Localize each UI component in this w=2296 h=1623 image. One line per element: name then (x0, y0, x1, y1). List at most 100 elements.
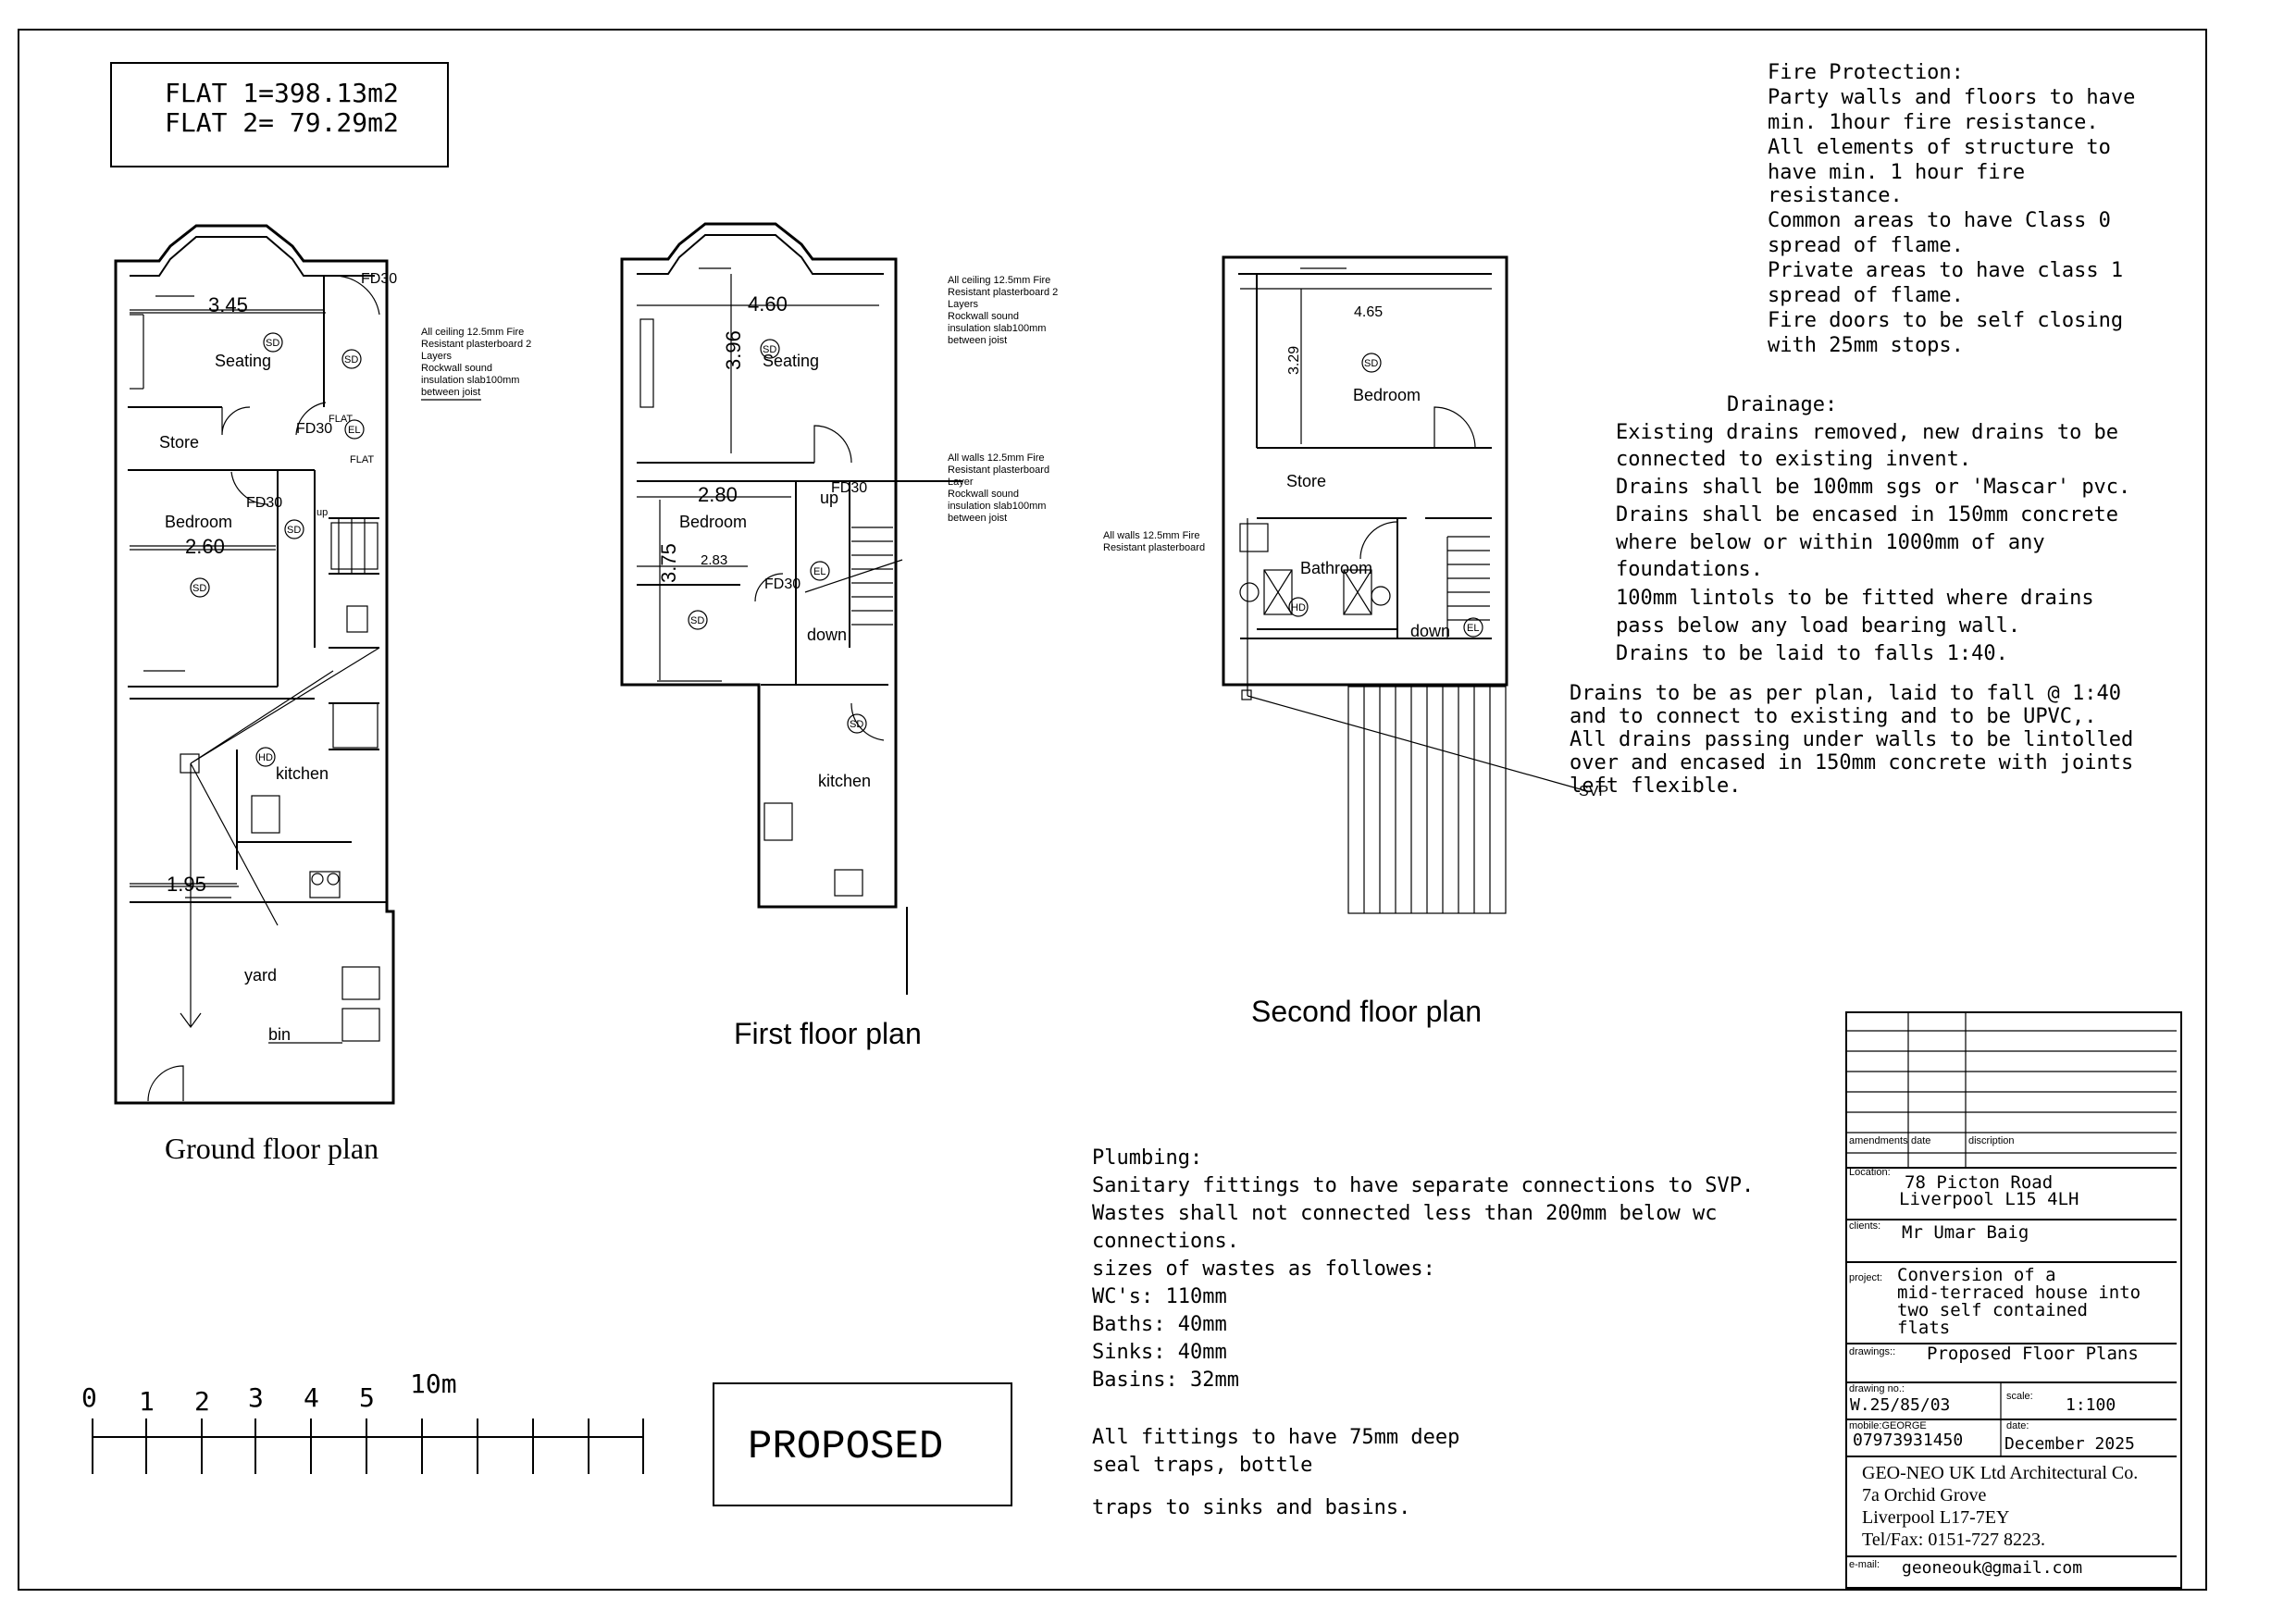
ff-stair-up: up (820, 489, 838, 507)
sheet-border (18, 29, 2207, 1591)
scale-tick-2: 2 (194, 1386, 210, 1417)
svg-text:Resistant plasterboard: Resistant plasterboard (1103, 542, 1205, 553)
tb-company-2: 7a Orchid Grove (1862, 1485, 1987, 1505)
svg-text:Common areas to have Class 0: Common areas to have Class 0 (1768, 209, 2111, 232)
svg-text:insulation slab100mm: insulation slab100mm (948, 501, 1046, 512)
ff-dim-bedroom-d: 3.75 (657, 543, 680, 583)
area-flat2: FLAT 2= 79.29m2 (165, 107, 399, 138)
tb-drawing-title: Proposed Floor Plans (1927, 1344, 2139, 1364)
ff-room-bedroom: Bedroom (679, 513, 747, 531)
svg-text:All ceiling 12.5mm Fire: All ceiling 12.5mm Fire (421, 327, 524, 338)
svg-text:100mm lintols to be fitted whe: 100mm lintols to be fitted where drains (1616, 587, 2094, 610)
scale-tick-1: 1 (139, 1386, 155, 1417)
tb-project-label: project: (1849, 1272, 1882, 1283)
svg-text:Layers: Layers (948, 299, 979, 310)
ff-smoke-detector: SD (763, 344, 776, 355)
first-floor-plan: SD SD SD EL up down 4.60 3.96 2.80 3.75 … (620, 222, 1058, 1050)
svg-text:Fire doors to be self closing: Fire doors to be self closing (1768, 309, 2123, 332)
svg-text:All walls 12.5mm Fire: All walls 12.5mm Fire (948, 452, 1045, 464)
sf-svp-label: SVP (1579, 784, 1608, 799)
svg-text:and to connect to existing and: and to connect to existing and to be UPV… (1570, 705, 2097, 728)
gf-heat-detector: HD (258, 752, 273, 763)
gf-flat-door-1: FLAT (329, 414, 353, 425)
tb-location-2: Liverpool L15 4LH (1899, 1189, 2079, 1209)
ff-fire-door-2: FD30 (764, 576, 800, 592)
tb-email: geoneouk@gmail.com (1902, 1558, 2082, 1578)
svg-text:Layers: Layers (421, 351, 453, 362)
svg-text:WC's: 110mm: WC's: 110mm (1092, 1285, 1227, 1308)
svg-text:have min. 1 hour fire: have min. 1 hour fire (1768, 161, 2025, 184)
gf-ceiling-note: All ceiling 12.5mm Fire Resistant plaste… (421, 327, 531, 401)
svg-text:between joist: between joist (421, 387, 480, 398)
svg-text:Resistant plasterboard: Resistant plasterboard (948, 465, 1049, 476)
svg-text:Existing drains removed, new d: Existing drains removed, new drains to b… (1616, 421, 2118, 444)
sf-heat-detector: HD (1291, 602, 1306, 613)
sf-room-store: Store (1286, 472, 1326, 490)
ground-floor-plan: SD SD EL SD SD HD up 3.45 2.60 1.95 Seat… (114, 224, 531, 1165)
gf-flat-door-2: FLAT (350, 454, 374, 465)
scale-tick-0: 0 (81, 1382, 97, 1413)
gf-title: Ground floor plan (165, 1132, 379, 1165)
tb-project-1: Conversion of a (1897, 1265, 2056, 1285)
tb-location-1: 78 Picton Road (1905, 1172, 2053, 1193)
sf-stair-down: down (1410, 622, 1450, 640)
second-floor-plan: SD HD EL down 4.65 3.29 Bedroom Store Ba… (1103, 255, 1588, 1028)
svg-text:Drains shall be 100mm sgs or ': Drains shall be 100mm sgs or 'Mascar' pv… (1616, 476, 2130, 499)
gf-room-yard: yard (244, 966, 277, 985)
svg-text:Sanitary fittings to have sepa: Sanitary fittings to have separate conne… (1092, 1174, 1754, 1197)
svg-text:All fittings to have 75mm deep: All fittings to have 75mm deep (1092, 1426, 1459, 1449)
tb-company-1: GEO-NEO UK Ltd Architectural Co. (1862, 1463, 2138, 1483)
scale-tick-5: 5 (359, 1382, 375, 1413)
ff-dim-seating-d: 3.96 (722, 330, 745, 370)
svg-text:All elements of structure to: All elements of structure to (1768, 136, 2111, 159)
svg-text:over and encased in 150mm conc: over and encased in 150mm concrete with … (1570, 751, 2133, 774)
tb-date2: December 2025 (2004, 1434, 2135, 1454)
svg-text:left flexible.: left flexible. (1570, 774, 1741, 798)
ff-smoke-detector-3: SD (850, 719, 863, 730)
tb-mobile: 07973931450 (1853, 1431, 1963, 1450)
scale-tick-3: 3 (248, 1382, 264, 1413)
tb-date2-label: date: (2006, 1420, 2029, 1431)
svg-text:pass below any load bearing wa: pass below any load bearing wall. (1616, 614, 2020, 638)
svg-text:insulation slab100mm: insulation slab100mm (421, 375, 519, 386)
gf-smoke-detector-4: SD (192, 583, 206, 594)
scale-tick-4: 4 (304, 1382, 319, 1413)
gf-room-kitchen: kitchen (276, 764, 329, 783)
gf-smoke-detector-3: SD (287, 525, 301, 536)
ff-smoke-detector-2: SD (690, 615, 704, 626)
tb-description-label: discription (1968, 1135, 2015, 1146)
proposed-stamp: PROPOSED (713, 1382, 1012, 1506)
svg-text:Sinks: 40mm: Sinks: 40mm (1092, 1341, 1227, 1364)
ff-fire-door-1: FD30 (831, 480, 867, 496)
sf-smoke-detector: SD (1364, 358, 1378, 369)
tb-scale: 1:100 (2066, 1395, 2116, 1415)
svg-text:connected to existing invent.: connected to existing invent. (1616, 448, 1971, 471)
sf-external-deck (1347, 686, 1507, 914)
gf-fire-door-3: FD30 (246, 495, 282, 511)
tb-email-label: e-mail: (1849, 1559, 1880, 1570)
svg-text:min. 1hour fire resistance.: min. 1hour fire resistance. (1768, 111, 2099, 134)
ff-walls-note: All walls 12.5mm Fire Resistant plasterb… (948, 452, 1049, 524)
svg-text:Wastes shall not connected les: Wastes shall not connected less than 200… (1092, 1202, 1718, 1225)
ff-dim-bedroom-w: 2.80 (698, 483, 738, 506)
ff-title: First floor plan (734, 1017, 922, 1050)
svg-text:Baths: 40mm: Baths: 40mm (1092, 1313, 1227, 1336)
tb-date-label: date (1911, 1135, 1930, 1146)
ff-stair-down: down (807, 626, 847, 644)
svg-text:Private areas to have class 1: Private areas to have class 1 (1768, 259, 2123, 282)
tb-drawing-no: W.25/85/03 (1850, 1395, 1950, 1415)
svg-text:Rockwall sound: Rockwall sound (948, 489, 1019, 500)
svg-text:PROPOSED: PROPOSED (748, 1424, 943, 1470)
gf-smoke-detector: SD (266, 338, 279, 349)
svg-text:foundations.: foundations. (1616, 558, 1763, 581)
ff-dim-bedroom-w2: 2.83 (701, 552, 727, 568)
tb-drawing-no-label: drawing no.: (1849, 1383, 1905, 1394)
gf-bin-label: bin (268, 1025, 291, 1044)
svg-text:Drains to be laid to falls 1:4: Drains to be laid to falls 1:40. (1616, 642, 2008, 665)
svg-text:Drains shall be encased in 150: Drains shall be encased in 150mm concret… (1616, 503, 2118, 527)
gf-stair-up: up (316, 507, 328, 518)
sf-title: Second floor plan (1251, 995, 1482, 1028)
svg-text:Rockwall sound: Rockwall sound (948, 311, 1019, 322)
tb-clients-label: clients: (1849, 1220, 1880, 1232)
